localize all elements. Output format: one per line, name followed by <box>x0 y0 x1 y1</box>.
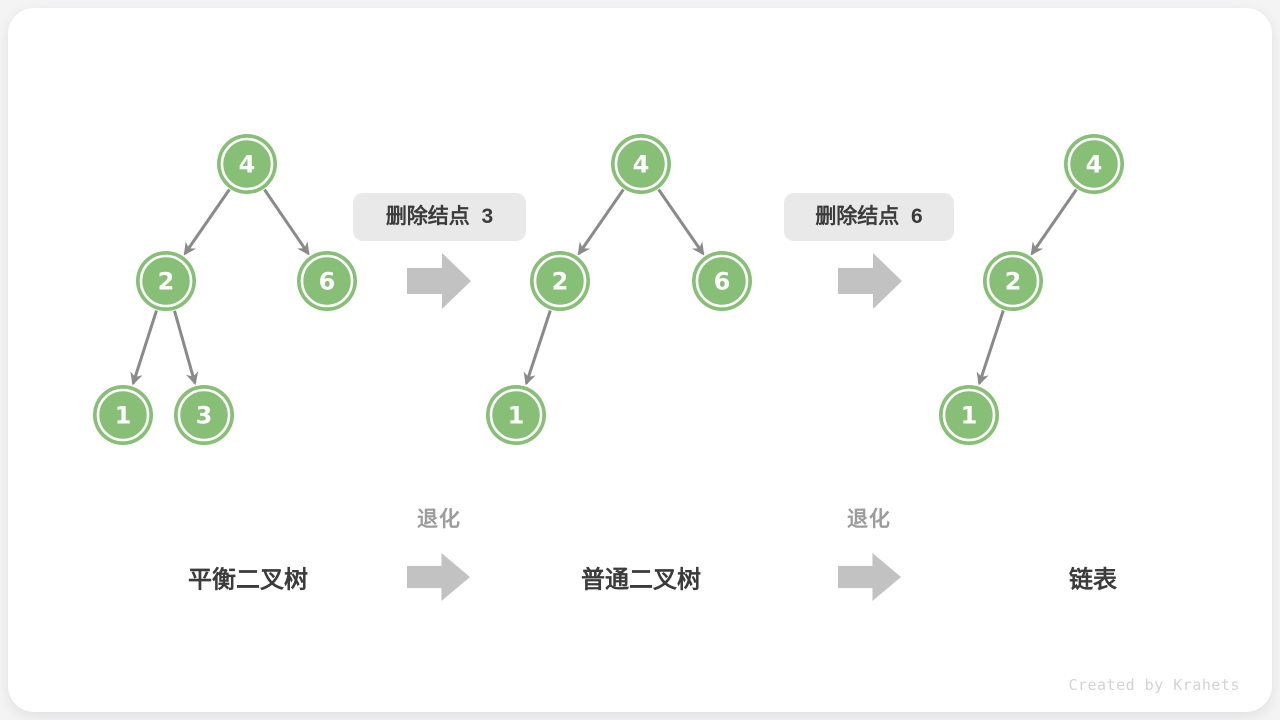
degrade-label-1: 退化 <box>417 508 461 531</box>
diagram-card <box>8 8 1272 712</box>
right-block-arrow-icon <box>407 553 470 601</box>
stage-label-linked-list: 链表 <box>1069 566 1117 594</box>
stage-label-balanced-binary-tree: 平衡二叉树 <box>188 566 308 594</box>
delete-node-6-label: 删除结点 6 <box>784 193 954 241</box>
watermark: Created by Krahets <box>1068 676 1240 694</box>
right-block-arrow-icon <box>407 253 471 309</box>
delete-node-3-label: 删除结点 3 <box>353 193 526 241</box>
right-block-arrow-icon <box>838 553 901 601</box>
degrade-label-2: 退化 <box>847 508 891 531</box>
right-block-arrow-icon <box>838 253 902 309</box>
stage-label-ordinary-binary-tree: 普通二叉树 <box>581 566 701 594</box>
